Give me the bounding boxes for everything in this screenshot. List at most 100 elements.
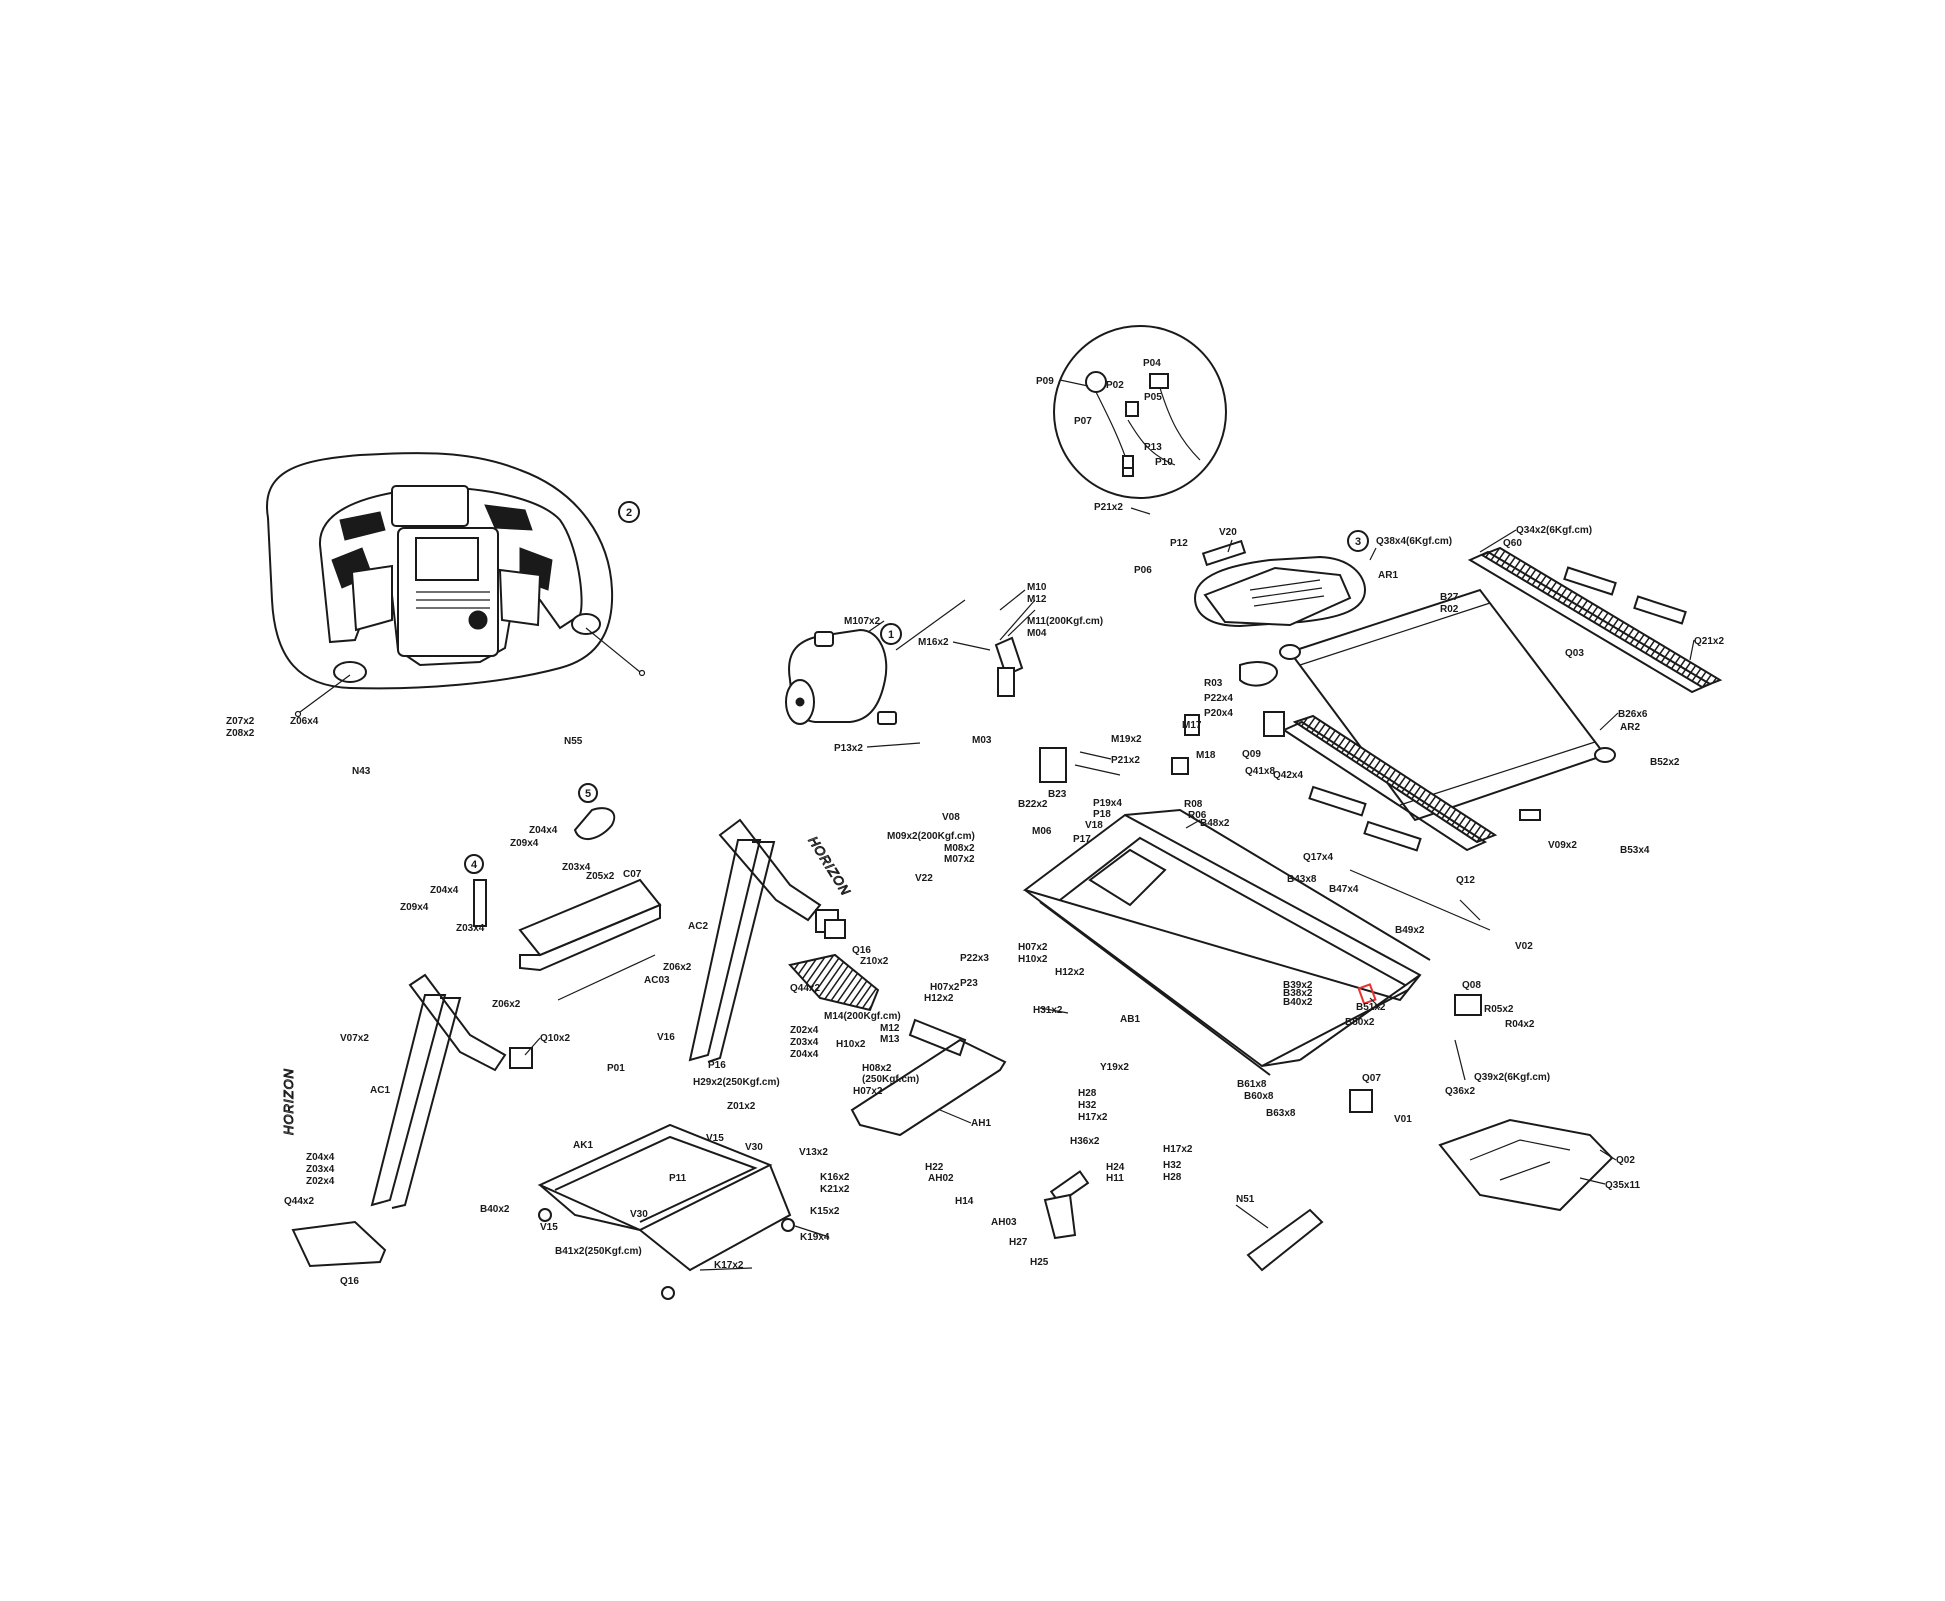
label-m07x2: M07x2 — [944, 854, 975, 865]
label-q02: Q02 — [1616, 1155, 1635, 1166]
motor-assembly — [785, 599, 1036, 725]
label-b26x6: B26x6 — [1618, 709, 1648, 720]
label-q41x8: Q41x8 — [1245, 766, 1275, 777]
label-p13x2: P13x2 — [834, 743, 863, 754]
label-z10x2: Z10x2 — [860, 956, 889, 967]
label-p20x4: P20x4 — [1204, 708, 1233, 719]
label-h25: H25 — [1030, 1257, 1049, 1268]
label-z04x4-b: Z04x4 — [430, 885, 459, 896]
label-h22: H22 — [925, 1162, 944, 1173]
label-b41x2: B41x2(250Kgf.cm) — [555, 1246, 642, 1257]
label-q44x2-b: Q44x2 — [284, 1196, 314, 1207]
label-ah1: AH1 — [971, 1118, 991, 1129]
label-b27: B27 — [1440, 592, 1459, 603]
label-m09x2: M09x2(200Kgf.cm) — [887, 831, 975, 842]
label-p21x2-mid: P21x2 — [1111, 755, 1140, 766]
label-h07x2-b: H07x2 — [930, 982, 960, 993]
label-m12-mid: M12 — [880, 1023, 900, 1034]
label-z02x4-a: Z02x4 — [306, 1176, 335, 1187]
label-z04x4-c: Z04x4 — [306, 1152, 335, 1163]
leader-lines — [524, 379, 1695, 1271]
label-r05x2: R05x2 — [1484, 1004, 1514, 1015]
label-q42x4: Q42x4 — [1273, 770, 1303, 781]
label-ah03: AH03 — [991, 1217, 1017, 1228]
label-q07: Q07 — [1362, 1073, 1381, 1084]
label-h29x2: H29x2(250Kgf.cm) — [693, 1077, 780, 1088]
label-h31x2: H31x2 — [1033, 1005, 1063, 1016]
label-v07x2: V07x2 — [340, 1033, 369, 1044]
callout-2: 2 — [618, 501, 640, 523]
label-v01: V01 — [1394, 1114, 1412, 1125]
label-m13: M13 — [880, 1034, 900, 1045]
label-z02x4-b: Z02x4 — [790, 1025, 819, 1036]
label-z06x2-b: Z06x2 — [492, 999, 521, 1010]
label-z09x4-a: Z09x4 — [510, 838, 539, 849]
label-h24: H24 — [1106, 1162, 1125, 1173]
label-h10x2-b: H10x2 — [836, 1039, 866, 1050]
highlighted-part — [1357, 983, 1377, 1005]
label-q38x4: Q38x4(6Kgf.cm) — [1376, 536, 1452, 547]
label-c07: C07 — [623, 869, 642, 880]
label-h12x2-b: H12x2 — [924, 993, 954, 1004]
callout-4-text: 4 — [471, 859, 478, 871]
label-b61x8: B61x8 — [1237, 1079, 1267, 1090]
label-z03x4-d: Z03x4 — [790, 1037, 819, 1048]
handlebar-covers — [473, 807, 880, 1012]
label-z09x4-b: Z09x4 — [400, 902, 429, 913]
label-m14: M14(200Kgf.cm) — [824, 1011, 901, 1022]
label-k19x4: K19x4 — [800, 1232, 830, 1243]
label-q08: Q08 — [1462, 980, 1481, 991]
label-m11: M11(200Kgf.cm) — [1027, 616, 1103, 627]
label-v22: V22 — [915, 873, 933, 884]
label-b38x2: B38x2 — [1283, 988, 1313, 999]
label-p12: P12 — [1170, 538, 1188, 549]
label-b23: B23 — [1048, 789, 1067, 800]
label-m03: M03 — [972, 735, 992, 746]
callout-4: 4 — [464, 854, 484, 874]
label-z03x4-b: Z03x4 — [456, 923, 485, 934]
label-z06x2-a: Z06x2 — [663, 962, 692, 973]
label-b51x2: B51x2 — [1356, 1002, 1386, 1013]
label-z03x4-c: Z03x4 — [306, 1164, 335, 1175]
label-b43x8: B43x8 — [1287, 874, 1317, 885]
label-ab1: AB1 — [1120, 1014, 1140, 1025]
label-v15-a: V15 — [706, 1133, 724, 1144]
label-q21x2: Q21x2 — [1694, 636, 1724, 647]
label-p09: P09 — [1036, 376, 1054, 387]
label-b48x2: B48x2 — [1200, 818, 1230, 829]
label-r08: R08 — [1184, 799, 1203, 810]
brand-decal-left: HORIZON — [281, 1068, 296, 1135]
label-m04: M04 — [1027, 628, 1047, 639]
label-q36x2: Q36x2 — [1445, 1086, 1475, 1097]
label-k21x2: K21x2 — [820, 1184, 850, 1195]
label-k17x2: K17x2 — [714, 1260, 744, 1271]
label-q17x4: Q17x4 — [1303, 852, 1333, 863]
label-v30-b: V30 — [630, 1209, 648, 1220]
callout-2-text: 2 — [626, 507, 632, 519]
label-h12x2-a: H12x2 — [1055, 967, 1085, 978]
label-b40x2-b: B40x2 — [480, 1204, 510, 1215]
label-p06: P06 — [1134, 565, 1152, 576]
label-n55: N55 — [564, 736, 583, 747]
label-v13x2: V13x2 — [799, 1147, 828, 1158]
label-ac2: AC2 — [688, 921, 708, 932]
label-h32-b: H32 — [1163, 1160, 1182, 1171]
label-r02: R02 — [1440, 604, 1459, 615]
label-p13: P13 — [1144, 442, 1162, 453]
rear-frame-ah1 — [850, 1018, 1090, 1240]
label-m18: M18 — [1196, 750, 1216, 761]
upright-assembly: HORIZON — [688, 818, 854, 1063]
label-b22x2: B22x2 — [1018, 799, 1048, 810]
label-v15-b: V15 — [540, 1222, 558, 1233]
label-v16: V16 — [657, 1032, 675, 1043]
label-h28-b: H28 — [1163, 1172, 1182, 1183]
label-h07x2-a: H07x2 — [1018, 942, 1048, 953]
label-ar1: AR1 — [1378, 570, 1398, 581]
label-p19x4: P19x4 — [1093, 798, 1122, 809]
label-b53x4: B53x4 — [1620, 845, 1650, 856]
label-m16x2: M16x2 — [918, 637, 949, 648]
label-b50x2: B50x2 — [1345, 1017, 1375, 1028]
label-p11: P11 — [669, 1173, 687, 1184]
label-m19x2: M19x2 — [1111, 734, 1142, 745]
label-b52x2: B52x2 — [1650, 757, 1680, 768]
